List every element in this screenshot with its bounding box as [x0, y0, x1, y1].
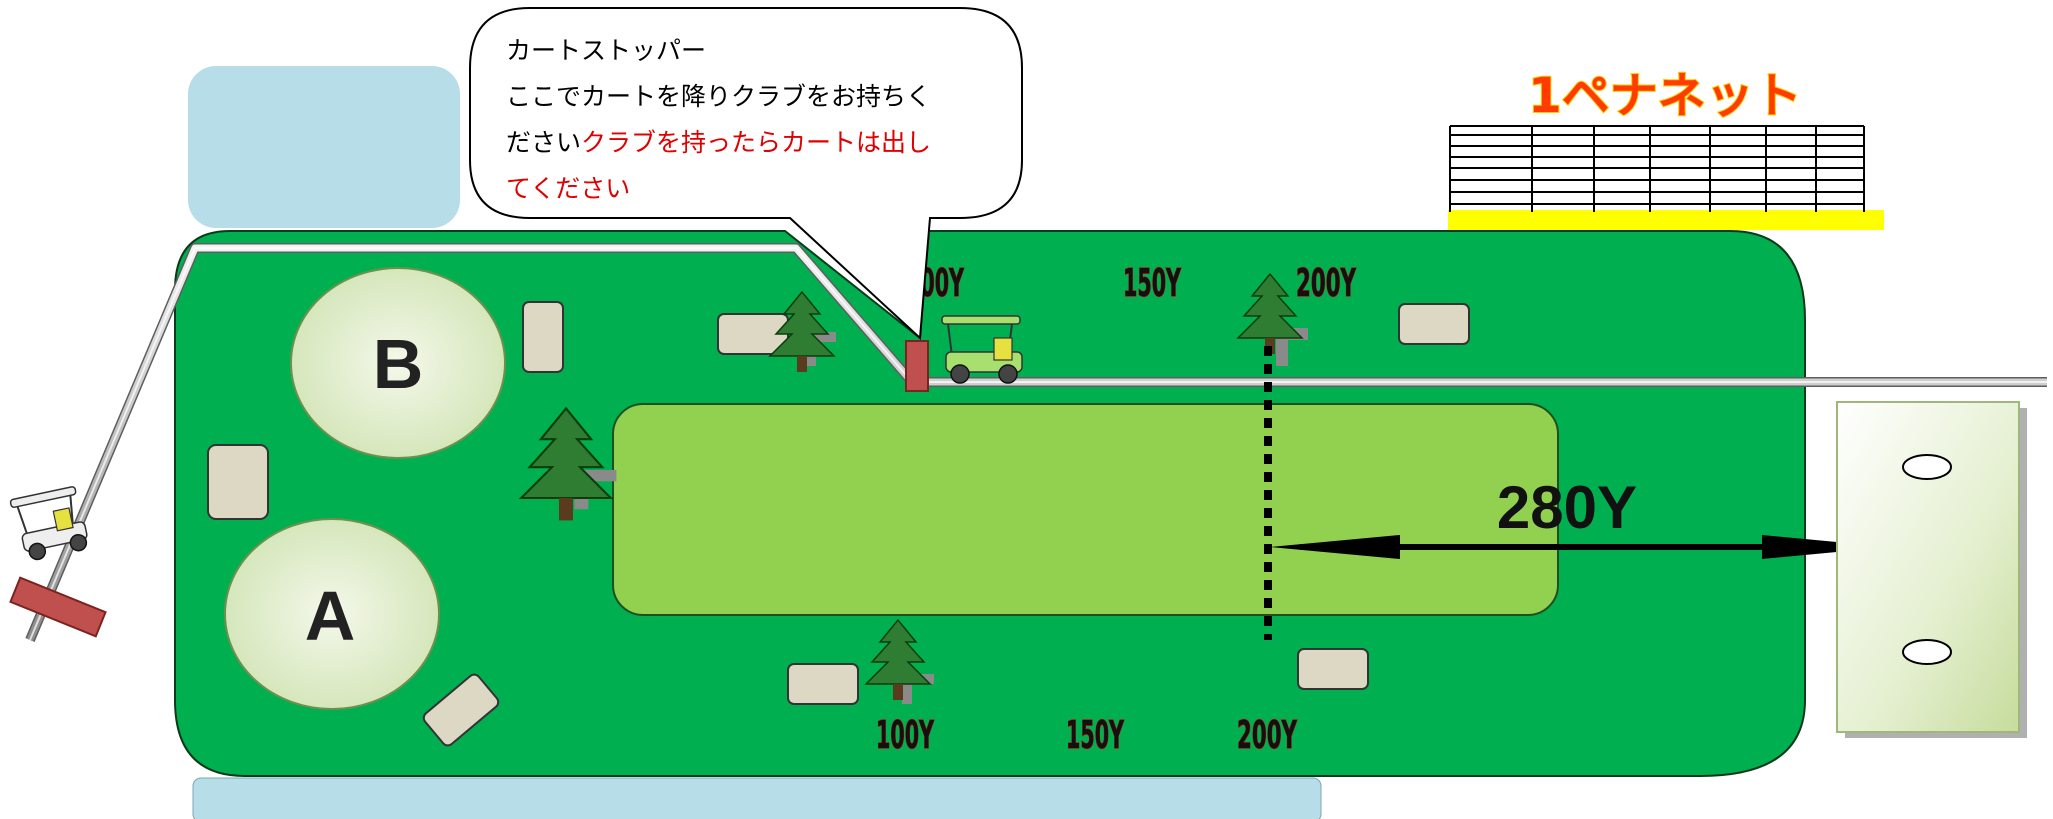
tree-icon — [1237, 273, 1308, 366]
distance-arrow — [1270, 535, 1890, 559]
water-hazard-bottom — [192, 777, 1322, 819]
tee-ground — [1836, 401, 2020, 733]
distance-label: 280Y — [1497, 474, 1637, 541]
golf-cart-icon — [9, 486, 88, 561]
bunker — [522, 301, 564, 373]
yard-bottom-100: 100Y — [876, 713, 935, 757]
cart-stopper-icon — [905, 340, 929, 392]
net-title: 1ペナネット — [1528, 68, 1801, 124]
fairway — [612, 403, 1559, 616]
bunker — [1398, 303, 1470, 345]
yard-bottom-150: 150Y — [1066, 713, 1125, 757]
green-a-label: A — [305, 577, 356, 655]
golf-cart-icon — [941, 315, 1023, 384]
callout-bubble — [469, 7, 1023, 341]
bunker — [1297, 648, 1369, 690]
bunkers — [207, 301, 1470, 747]
cart-path — [25, 243, 2047, 642]
tree-icon — [769, 291, 836, 373]
cart-stopper-icon — [9, 576, 107, 638]
yard-top-150: 150Y — [1123, 261, 1182, 305]
bunker — [422, 673, 500, 747]
tee-marker-icon — [1902, 454, 1952, 480]
tree-icon — [865, 619, 934, 704]
green-b-label: B — [373, 325, 424, 403]
yard-bottom-200: 200Y — [1237, 713, 1298, 757]
green-b — [290, 267, 506, 459]
penalty-net — [1448, 125, 1884, 230]
bunker — [787, 663, 859, 705]
tree-icon — [520, 407, 617, 522]
bunker — [207, 444, 269, 520]
water-hazard-top — [188, 66, 460, 228]
green-a — [224, 518, 440, 710]
yard-top-200: 200Y — [1296, 261, 1357, 305]
tee-marker-icon — [1902, 639, 1952, 665]
